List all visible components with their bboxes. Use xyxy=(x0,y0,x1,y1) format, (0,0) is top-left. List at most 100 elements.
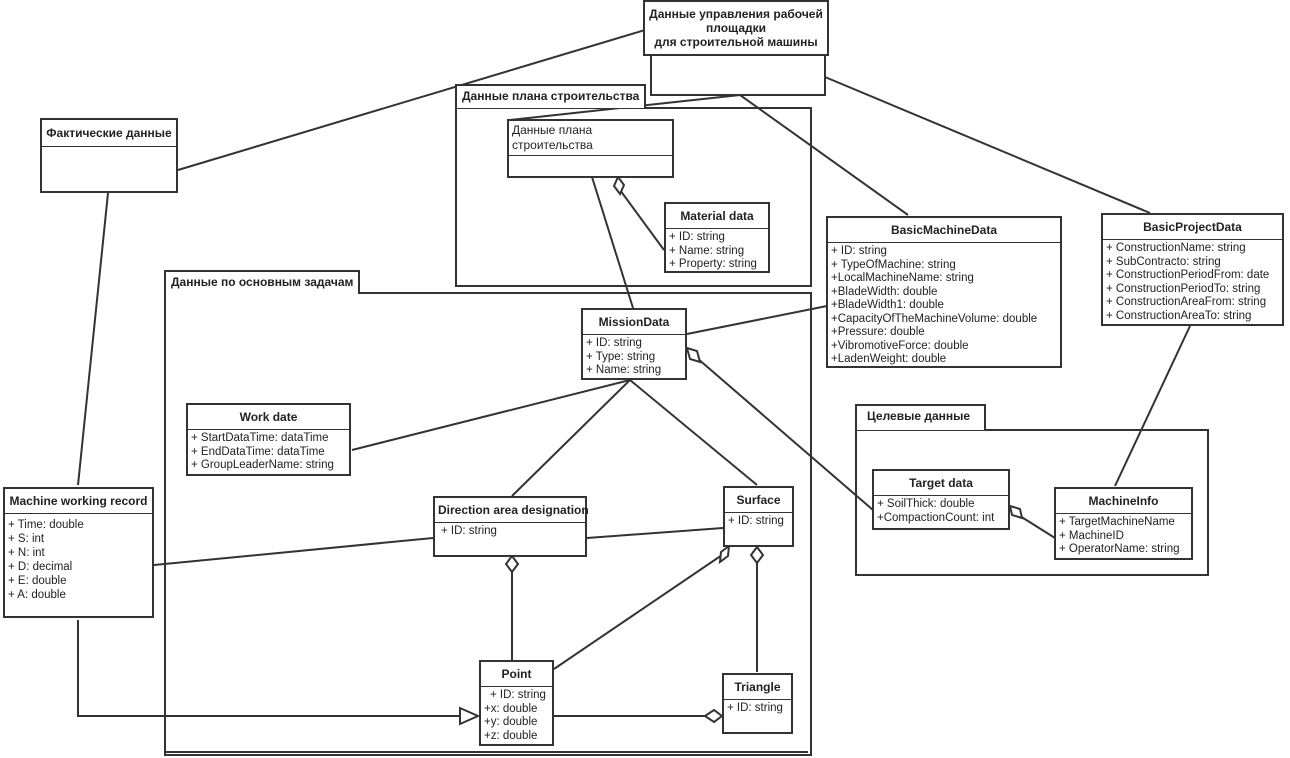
attribute: + TargetMachineName xyxy=(1059,516,1175,528)
attribute: + Name: string xyxy=(669,244,745,257)
attribute: + ID: string xyxy=(441,525,497,537)
attribute: + StartDataTime: dataTime xyxy=(191,432,329,444)
class-title: Material data xyxy=(666,204,768,229)
package-target-tab: Целевые данные xyxy=(855,404,987,430)
class-attributes: + StartDataTime: dataTime + EndDataTime:… xyxy=(188,430,349,476)
aggr-mission-target xyxy=(696,357,874,511)
attribute: +CapacityOfTheMachineVolume: double xyxy=(831,312,1038,325)
aggregation-diamond-mission xyxy=(685,346,702,364)
attribute: +BladeWidth: double xyxy=(831,285,938,298)
class-construction-plan[interactable]: Данные плана строительства xyxy=(507,119,674,178)
class-site-management[interactable]: Данные управления рабочей площадки для с… xyxy=(643,0,829,56)
class-attributes: + ID: string + Type: string + Name: stri… xyxy=(583,335,685,381)
attribute: + ID: string xyxy=(669,231,725,243)
assoc-mission-basicmachine xyxy=(686,305,828,335)
class-attributes: + ID: string xyxy=(724,700,791,719)
class-title-line: строительства xyxy=(512,138,593,152)
attribute: + D: decimal xyxy=(8,561,73,573)
class-machine-info[interactable]: MachineInfo + TargetMachineName + Machin… xyxy=(1054,487,1193,560)
class-title: Фактические данные xyxy=(42,120,176,147)
class-title-line: Данные управления рабочей xyxy=(649,7,823,21)
attribute: + TypeOfMachine: string xyxy=(831,258,956,271)
attribute: +x: double xyxy=(484,702,538,715)
class-title: Machine working record xyxy=(5,489,152,514)
attribute: + ID: string xyxy=(728,515,784,527)
package-main-tasks-tab: Данные по основным задачам xyxy=(164,270,361,294)
class-attributes: + ID: string xyxy=(435,523,585,542)
attribute: + ConstructionPeriodTo: string xyxy=(1106,282,1261,295)
attribute: + SoilThick: double xyxy=(877,498,975,510)
class-triangle[interactable]: Triangle + ID: string xyxy=(722,673,793,734)
attribute: + Name: string xyxy=(586,364,662,376)
package-main-tasks-frame xyxy=(164,292,812,756)
aggregation-diamond-surface-triangle xyxy=(749,545,765,565)
class-title-line: для строительной машины xyxy=(654,35,818,49)
assoc-actual-record xyxy=(77,192,109,486)
class-title-line: площадки xyxy=(706,21,766,35)
generalization-record-point xyxy=(77,620,460,717)
aggregation-diamond-surface-point xyxy=(718,543,731,565)
attribute: + A: double xyxy=(8,589,66,601)
attribute: + ConstructionPeriodFrom: date xyxy=(1106,269,1270,281)
assoc-direction-record xyxy=(153,537,434,566)
attribute: + S: int xyxy=(8,533,45,545)
class-material-data[interactable]: Material data + ID: string + Name: strin… xyxy=(664,202,770,273)
attribute: + ID: string xyxy=(727,702,783,714)
class-title: Triangle xyxy=(724,675,791,700)
class-attributes: + SoilThick: double +CompactionCount: in… xyxy=(874,496,1008,528)
package-construction-plan-frame xyxy=(455,107,812,287)
aggr-target-machineinfo xyxy=(1019,515,1056,539)
attribute: + SubContracto: string xyxy=(1106,255,1221,268)
class-basic-machine-data[interactable]: BasicMachineData + ID: string + TypeOfMa… xyxy=(826,216,1062,368)
aggregation-diamond-target xyxy=(1008,504,1024,520)
class-point[interactable]: Point + ID: string +x: double +y: double… xyxy=(479,660,554,746)
class-title: Surface xyxy=(725,488,792,513)
assoc-plan-mission xyxy=(591,176,634,309)
class-basic-project-data[interactable]: BasicProjectData + ConstructionName: str… xyxy=(1101,213,1284,326)
class-work-date[interactable]: Work date + StartDataTime: dataTime + En… xyxy=(186,403,351,476)
attribute: +z: double xyxy=(484,729,538,742)
attribute: + ConstructionAreaTo: string xyxy=(1106,309,1252,322)
class-actual-data[interactable]: Фактические данные xyxy=(40,118,178,193)
package-construction-plan-tab: Данные плана строительства xyxy=(455,84,647,108)
class-site-management-body xyxy=(650,54,826,96)
class-attributes: + ID: string + TypeOfMachine: string +Lo… xyxy=(828,243,1060,370)
assoc-project-machineinfo xyxy=(1114,325,1191,487)
assoc-mission-surface xyxy=(629,379,758,486)
class-machine-working-record[interactable]: Machine working record + Time: double + … xyxy=(3,487,154,618)
class-attributes: + Time: double + S: int + N: int + D: de… xyxy=(5,514,152,605)
attribute: + ID: string xyxy=(490,689,546,701)
attribute: + ID: string xyxy=(831,245,887,257)
class-title: BasicMachineData xyxy=(828,218,1060,243)
class-direction-area-designation[interactable]: Direction area designation + ID: string xyxy=(433,496,589,557)
attribute: +y: double xyxy=(484,716,538,728)
attribute: + OperatorName: string xyxy=(1059,543,1180,555)
class-attributes: + ID: string + Name: string + Property: … xyxy=(666,229,768,275)
attribute: +Pressure: double xyxy=(831,326,925,338)
class-title: Direction area designation xyxy=(435,498,589,523)
attribute: + Type: string xyxy=(586,350,656,363)
package-target-frame xyxy=(855,429,1209,576)
attribute: + ConstructionAreaFrom: string xyxy=(1106,296,1267,308)
class-attributes: + ID: string xyxy=(725,513,792,532)
attribute: +BladeWidth1: double xyxy=(831,299,944,311)
class-surface[interactable]: Surface + ID: string xyxy=(723,486,794,547)
attribute: + ID: string xyxy=(586,337,642,349)
attribute: + Time: double xyxy=(8,519,84,531)
class-target-data[interactable]: Target data + SoilThick: double +Compact… xyxy=(872,469,1010,530)
class-title: BasicProjectData xyxy=(1103,215,1282,240)
attribute: + EndDataTime: dataTime xyxy=(191,445,325,458)
class-mission-data[interactable]: MissionData + ID: string + Type: string … xyxy=(581,308,687,380)
aggr-plan-material xyxy=(619,189,665,251)
generalization-triangle-point xyxy=(459,706,481,726)
attribute: + MachineID xyxy=(1059,529,1124,542)
class-attributes: + ID: string +x: double +y: double +z: d… xyxy=(481,687,552,746)
class-title: MissionData xyxy=(583,310,685,335)
attribute: +VibromotiveForce: double xyxy=(831,339,969,352)
assoc-mission-workdate xyxy=(351,379,631,451)
aggregation-diamond-triangle xyxy=(703,708,724,724)
assoc-site-basicmachine xyxy=(739,94,909,216)
attribute: +CompactionCount: int xyxy=(877,511,995,524)
class-title: Work date xyxy=(188,405,349,430)
